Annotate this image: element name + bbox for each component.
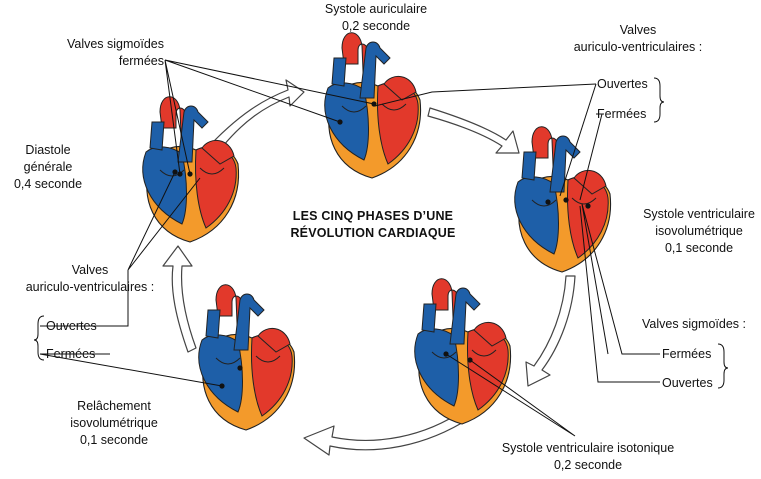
heart-diastole-generale: [142, 96, 240, 243]
phase-diastole-generale: Diastole générale 0,4 seconde: [14, 142, 82, 193]
arrow-diastole-to-auriculaire: [214, 79, 305, 147]
diagram-title: LES CINQ PHASES D’UNE RÉVOLUTION CARDIAQ…: [290, 208, 455, 242]
phase-name-line-2: isovolumétrique: [655, 224, 743, 238]
arrow-auriculaire-to-isovolumetrique: [427, 107, 520, 154]
phase-name: Systole auriculaire: [324, 2, 428, 16]
label-line-1: Valves sigmoïdes: [66, 37, 164, 51]
leader-lines: [39, 59, 660, 437]
phase-name-line-2: isovolumétrique: [70, 416, 158, 430]
phase-duration: 0,1 seconde: [79, 433, 149, 447]
phase-relachement-isovolumetrique: Relâchement isovolumétrique 0,1 seconde: [70, 398, 158, 449]
phase-name-line-1: Diastole: [25, 143, 71, 157]
arrow-isovolumetrique-to-isotonique: [525, 275, 576, 387]
cycle-arrows: [162, 79, 576, 456]
title-line-2: RÉVOLUTION CARDIAQUE: [290, 226, 456, 240]
brace-bottom-left: [33, 315, 45, 361]
phase-duration: 0,2 seconde: [553, 458, 623, 472]
phase-systole-ventriculaire-isotonique: Systole ventriculaire isotonique 0,2 sec…: [502, 440, 674, 474]
phase-name-line-2: générale: [23, 160, 73, 174]
brace-bottom-right: [717, 343, 729, 389]
label-line-1: Valves: [619, 23, 657, 37]
label-valves-av-bottom-left: Valves auriculo-ventriculaires :: [26, 262, 155, 296]
label-ouvertes-bottom-right: Ouvertes: [662, 376, 713, 390]
valve-dots: [172, 101, 591, 389]
phase-duration: 0,1 seconde: [664, 241, 734, 255]
brace-top-right: [653, 77, 665, 123]
phase-name-line-1: Systole ventriculaire: [643, 207, 755, 221]
title-line-1: LES CINQ PHASES D’UNE: [292, 209, 454, 223]
phase-systole-auriculaire: Systole auriculaire 0,2 seconde: [325, 1, 427, 35]
label-line-2: fermées: [118, 54, 164, 68]
heart-systole-ventriculaire-isovolumetrique: [514, 126, 612, 273]
label-ouvertes-bottom-left: Ouvertes: [46, 319, 97, 333]
phase-name-line-1: Relâchement: [77, 399, 151, 413]
label-line-1: Valves: [71, 263, 109, 277]
heart-systole-ventriculaire-isotonique: [414, 278, 512, 425]
label-line-2: auriculo-ventriculaires :: [25, 280, 155, 294]
phase-systole-ventriculaire-isovolumetrique: Systole ventriculaire isovolumétrique 0,…: [643, 206, 755, 257]
braces: [33, 77, 729, 389]
label-ouvertes-top-right: Ouvertes: [597, 77, 648, 91]
label-fermees-bottom-right: Fermées: [662, 347, 712, 361]
arrow-relachement-to-diastole: [162, 245, 197, 353]
phase-duration: 0,4 seconde: [13, 177, 83, 191]
heart-relachement-isovolumetrique: [198, 284, 296, 431]
arrow-isotonique-to-relachement: [303, 409, 471, 456]
label-valves-av-top-right: Valves auriculo-ventriculaires :: [574, 22, 703, 56]
label-fermees-top-right: Fermées: [597, 107, 647, 121]
label-valves-sigmoides-fermees: Valves sigmoïdes fermées: [40, 36, 164, 70]
phase-name: Systole ventriculaire isotonique: [501, 441, 675, 455]
phase-duration: 0,2 seconde: [341, 19, 411, 33]
label-fermees-bottom-left: Fermées: [46, 347, 96, 361]
label-valves-sigmoides-bottom-right: Valves sigmoïdes :: [642, 317, 746, 331]
label-line-2: auriculo-ventriculaires :: [573, 40, 703, 54]
